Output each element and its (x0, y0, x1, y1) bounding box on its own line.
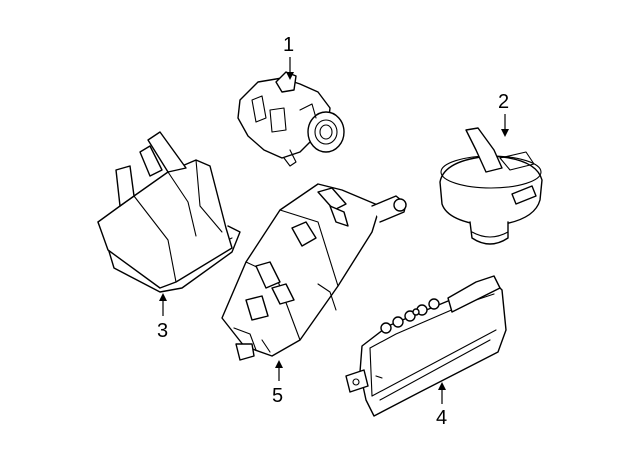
part-5-module[interactable] (221, 183, 407, 361)
part-4-ecu[interactable] (345, 275, 507, 417)
callout-label-2: 2 (498, 91, 509, 113)
part-2-knob[interactable] (439, 127, 543, 245)
callout-5: 5 (272, 360, 283, 407)
callout-label-3: 3 (157, 320, 168, 342)
callout-label-4: 4 (436, 407, 447, 429)
part-3-housing[interactable] (97, 131, 241, 293)
callout-3: 3 (157, 293, 168, 342)
callout-1: 1 (283, 34, 294, 80)
callout-2: 2 (498, 91, 509, 137)
callout-4: 4 (436, 382, 447, 429)
callout-label-5: 5 (272, 385, 283, 407)
part-1-sensor[interactable] (237, 71, 345, 167)
callout-label-1: 1 (283, 34, 294, 56)
